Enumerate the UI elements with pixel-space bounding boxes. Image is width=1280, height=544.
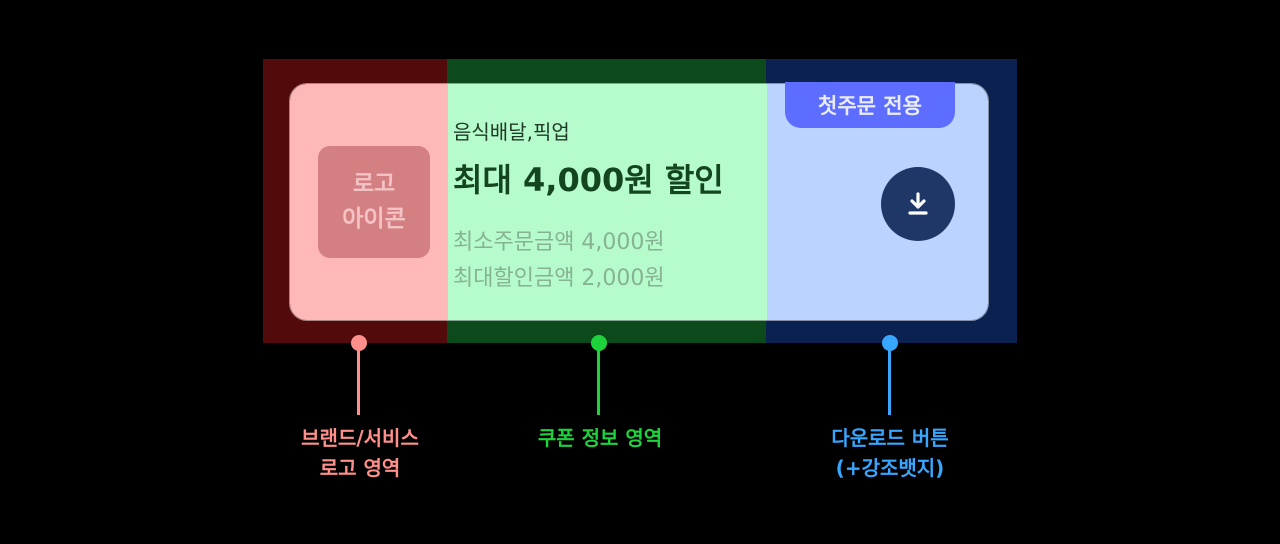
info-connector-line — [597, 349, 600, 415]
info-connector-dot — [591, 335, 607, 351]
logo-zone-label: 브랜드/서비스 로고 영역 — [260, 423, 460, 483]
download-connector-line — [888, 349, 891, 415]
card-info-segment — [448, 84, 767, 320]
download-connector-dot — [882, 335, 898, 351]
download-zone-label: 다운로드 버튼 (+강조뱃지) — [790, 423, 990, 483]
info-zone-label: 쿠폰 정보 영역 — [500, 423, 700, 453]
download-zone-label-line1: 다운로드 버튼 — [831, 426, 949, 450]
min-order-condition: 최소주문금액 4,000원 — [453, 230, 665, 255]
download-zone-label-line2: (+강조뱃지) — [835, 456, 945, 480]
logo-connector-line — [357, 349, 360, 415]
logo-placeholder: 로고 아이콘 — [318, 146, 430, 258]
logo-zone-label-line1: 브랜드/서비스 — [301, 426, 419, 450]
first-order-badge: 첫주문 전용 — [785, 82, 955, 128]
download-icon — [908, 192, 928, 215]
logo-connector-dot — [351, 335, 367, 351]
logo-zone-label-line2: 로고 영역 — [319, 456, 401, 480]
download-button[interactable] — [881, 167, 955, 241]
logo-placeholder-line2: 아이콘 — [342, 206, 406, 232]
coupon-category: 음식배달,픽업 — [453, 120, 570, 144]
info-zone-label-text: 쿠폰 정보 영역 — [537, 426, 663, 450]
coupon-headline: 최대 4,000원 할인 — [453, 161, 724, 199]
max-discount-condition: 최대할인금액 2,000원 — [453, 266, 665, 291]
logo-placeholder-line1: 로고 — [352, 171, 396, 197]
